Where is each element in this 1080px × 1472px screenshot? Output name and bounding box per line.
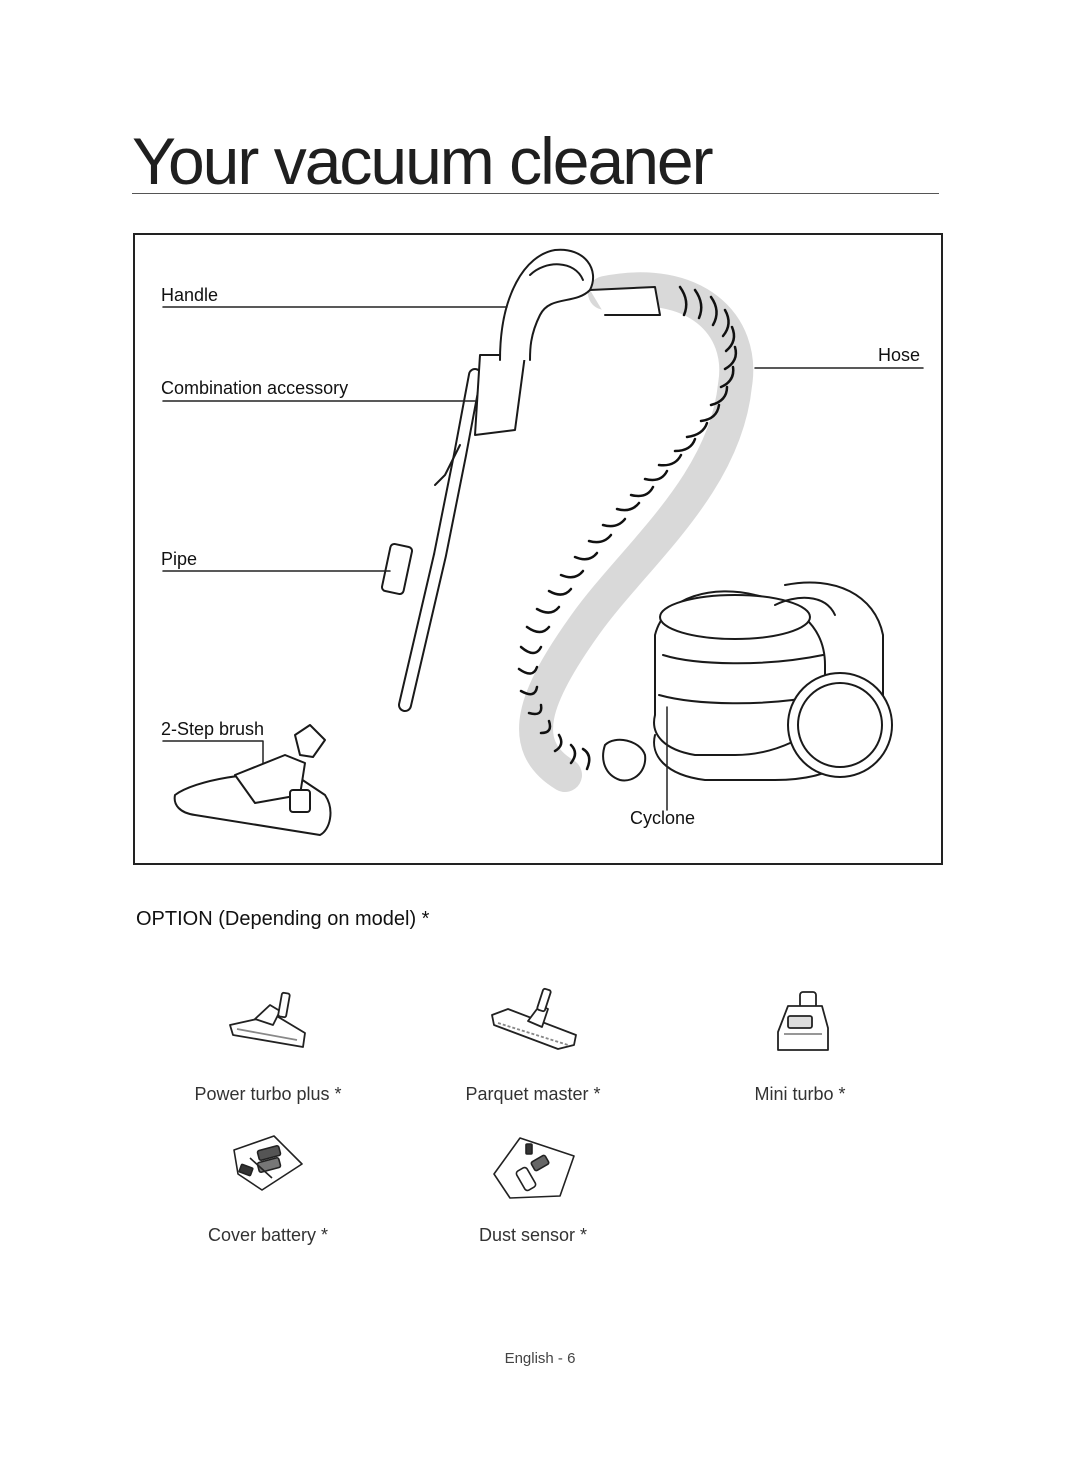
label-handle: Handle	[161, 285, 219, 305]
label-hose: Hose	[878, 345, 921, 365]
mini-turbo-icon	[777, 991, 829, 1051]
label-combination-accessory: Combination accessory	[161, 378, 349, 398]
option-label-cover-battery: Cover battery *	[207, 1225, 329, 1245]
options-heading: OPTION (Depending on model) *	[136, 908, 430, 930]
dust-sensor-icon	[493, 1137, 575, 1199]
page-title: Your vacuum cleaner	[132, 124, 714, 198]
option-label-parquet-master: Parquet master *	[465, 1084, 601, 1104]
label-cyclone: Cyclone	[630, 808, 696, 828]
parquet-master-icon	[491, 987, 577, 1050]
option-label-dust-sensor: Dust sensor *	[478, 1225, 588, 1245]
option-label-mini-turbo: Mini turbo *	[754, 1084, 846, 1104]
cover-battery-icon	[233, 1135, 303, 1191]
label-pipe: Pipe	[161, 549, 198, 569]
vacuum-illustration-icon	[162, 248, 924, 836]
page-footer: English - 6	[504, 1350, 576, 1367]
title-divider	[132, 193, 939, 194]
label-2-step-brush: 2-Step brush	[161, 719, 265, 739]
power-turbo-plus-icon	[229, 991, 306, 1048]
option-label-power-turbo-plus: Power turbo plus *	[194, 1084, 342, 1104]
vacuum-diagram: Handle Combination accessory Pipe 2-Step…	[133, 233, 943, 865]
